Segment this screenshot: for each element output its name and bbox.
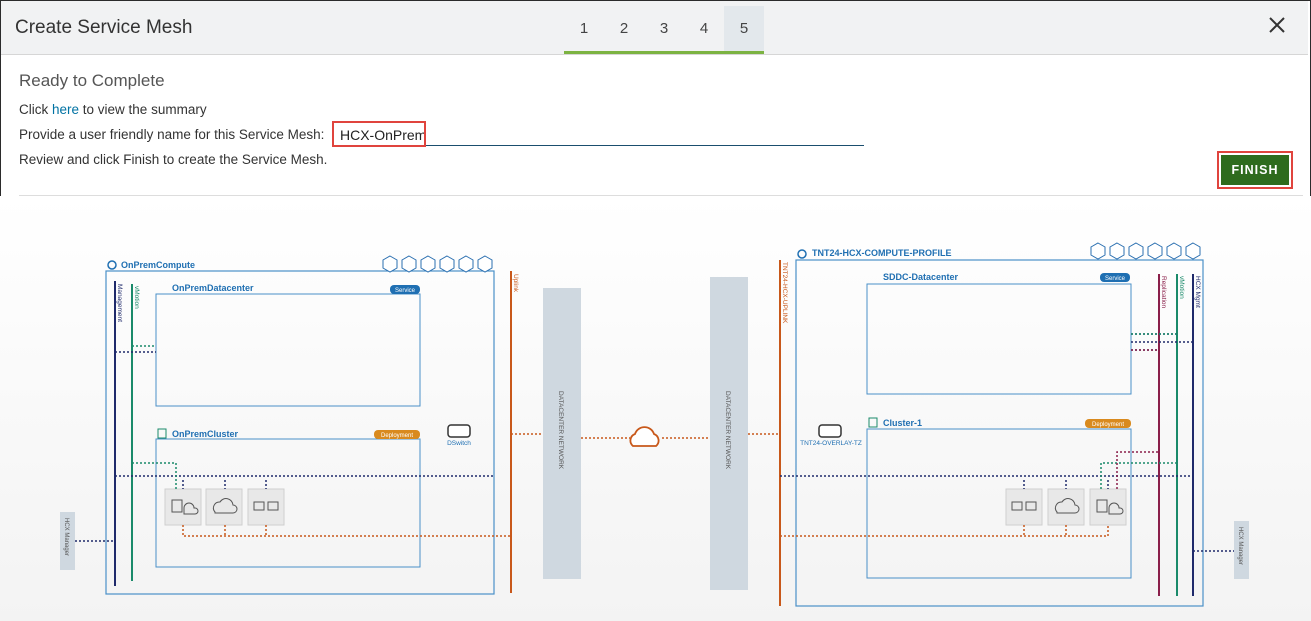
step-2[interactable]: 2	[604, 6, 644, 54]
finish-button[interactable]: FINISH	[1221, 155, 1289, 185]
right-cluster-name: Cluster-1	[883, 418, 922, 428]
left-compute-profile: OnPremCompute	[121, 260, 195, 270]
left-hcx-manager	[60, 512, 75, 570]
review-text: Review and click Finish to create the Se…	[19, 152, 328, 167]
left-net-mgmt: Management	[116, 284, 123, 322]
right-net-uplink: TNT24-HCX-UPLINK	[781, 262, 788, 324]
datacenter-network-right	[710, 277, 748, 590]
section-title: Ready to Complete	[19, 71, 165, 90]
left-service-icons	[382, 255, 493, 273]
datacenter-network-left	[543, 288, 581, 579]
left-switch-label: DSwitch	[447, 440, 471, 447]
service-icon-2	[401, 255, 417, 273]
divider	[19, 195, 1303, 196]
left-datacenter-badge: Service	[395, 288, 416, 294]
finish-highlight	[1217, 151, 1293, 189]
summary-line: Click here to view the summary	[19, 102, 207, 117]
appliance-ne	[247, 488, 285, 526]
service-icon-5	[458, 255, 474, 273]
network-middle: DATACENTER NETWORK DATACENTER NETWORK	[543, 277, 780, 590]
service-icon-1	[382, 255, 398, 273]
right-hcx-manager	[1234, 521, 1249, 579]
site-icon	[107, 260, 117, 270]
appliance-ix	[164, 488, 202, 526]
right-net-mgmt: HCX Mgmt	[1194, 276, 1201, 308]
internet-cloud-icon	[629, 426, 660, 447]
left-hcx-manager-label: HCX Manager	[63, 518, 69, 556]
right-cluster-badge: Deployment	[1092, 422, 1124, 428]
datacenter-network-right-label: DATACENTER NETWORK	[724, 391, 731, 470]
service-icon-6	[477, 255, 493, 273]
right-site: TNT24-HCX-COMPUTE-PROFILE SDDC-Datacente…	[779, 242, 1249, 607]
summary-prefix: Click	[19, 102, 52, 117]
step-3[interactable]: 3	[644, 6, 684, 54]
close-icon[interactable]	[1267, 15, 1287, 35]
right-datacenter-badge: Service	[1105, 276, 1126, 282]
topology-diagram: OnPremCompute OnPremDatacenter Service O…	[0, 196, 1311, 621]
datacenter-network-left-label: DATACENTER NETWORK	[557, 391, 564, 470]
wizard-steps: 1 2 3 4 5	[564, 6, 764, 54]
name-label: Provide a user friendly name for this Se…	[19, 127, 325, 142]
mesh-name-input[interactable]	[336, 125, 864, 146]
right-switch-icon	[818, 424, 842, 438]
service-icon-3	[420, 255, 436, 273]
step-1[interactable]: 1	[564, 6, 604, 54]
left-cluster-name: OnPremCluster	[172, 429, 239, 439]
left-net-uplink: Uplink	[512, 274, 519, 293]
step-4[interactable]: 4	[684, 6, 724, 54]
right-switch-label: TNT24-OVERLAY-TZ	[800, 440, 862, 447]
service-icon-4	[439, 255, 455, 273]
dialog-title: Create Service Mesh	[15, 17, 193, 38]
right-net-replication: Replication	[1160, 276, 1167, 309]
appliance-wo	[205, 488, 243, 526]
summary-link[interactable]: here	[52, 102, 80, 117]
step-5[interactable]: 5	[724, 6, 764, 54]
left-switch-icon	[447, 424, 471, 438]
cluster-icon	[157, 428, 167, 439]
left-datacenter-name: OnPremDatacenter	[172, 283, 254, 293]
right-service-icons	[1090, 242, 1201, 260]
dialog-header: Create Service Mesh 1 2 3 4 5	[1, 1, 1308, 55]
right-datacenter-name: SDDC-Datacenter	[883, 272, 959, 282]
right-compute-profile: TNT24-HCX-COMPUTE-PROFILE	[812, 248, 952, 258]
right-hcx-manager-label: HCX Manager	[1237, 527, 1243, 565]
left-site: OnPremCompute OnPremDatacenter Service O…	[60, 255, 545, 595]
right-net-vmotion: vMotion	[1178, 276, 1185, 299]
left-cluster-badge: Deployment	[381, 433, 413, 439]
summary-suffix: to view the summary	[79, 102, 207, 117]
left-net-vmotion: vMotion	[133, 286, 140, 309]
